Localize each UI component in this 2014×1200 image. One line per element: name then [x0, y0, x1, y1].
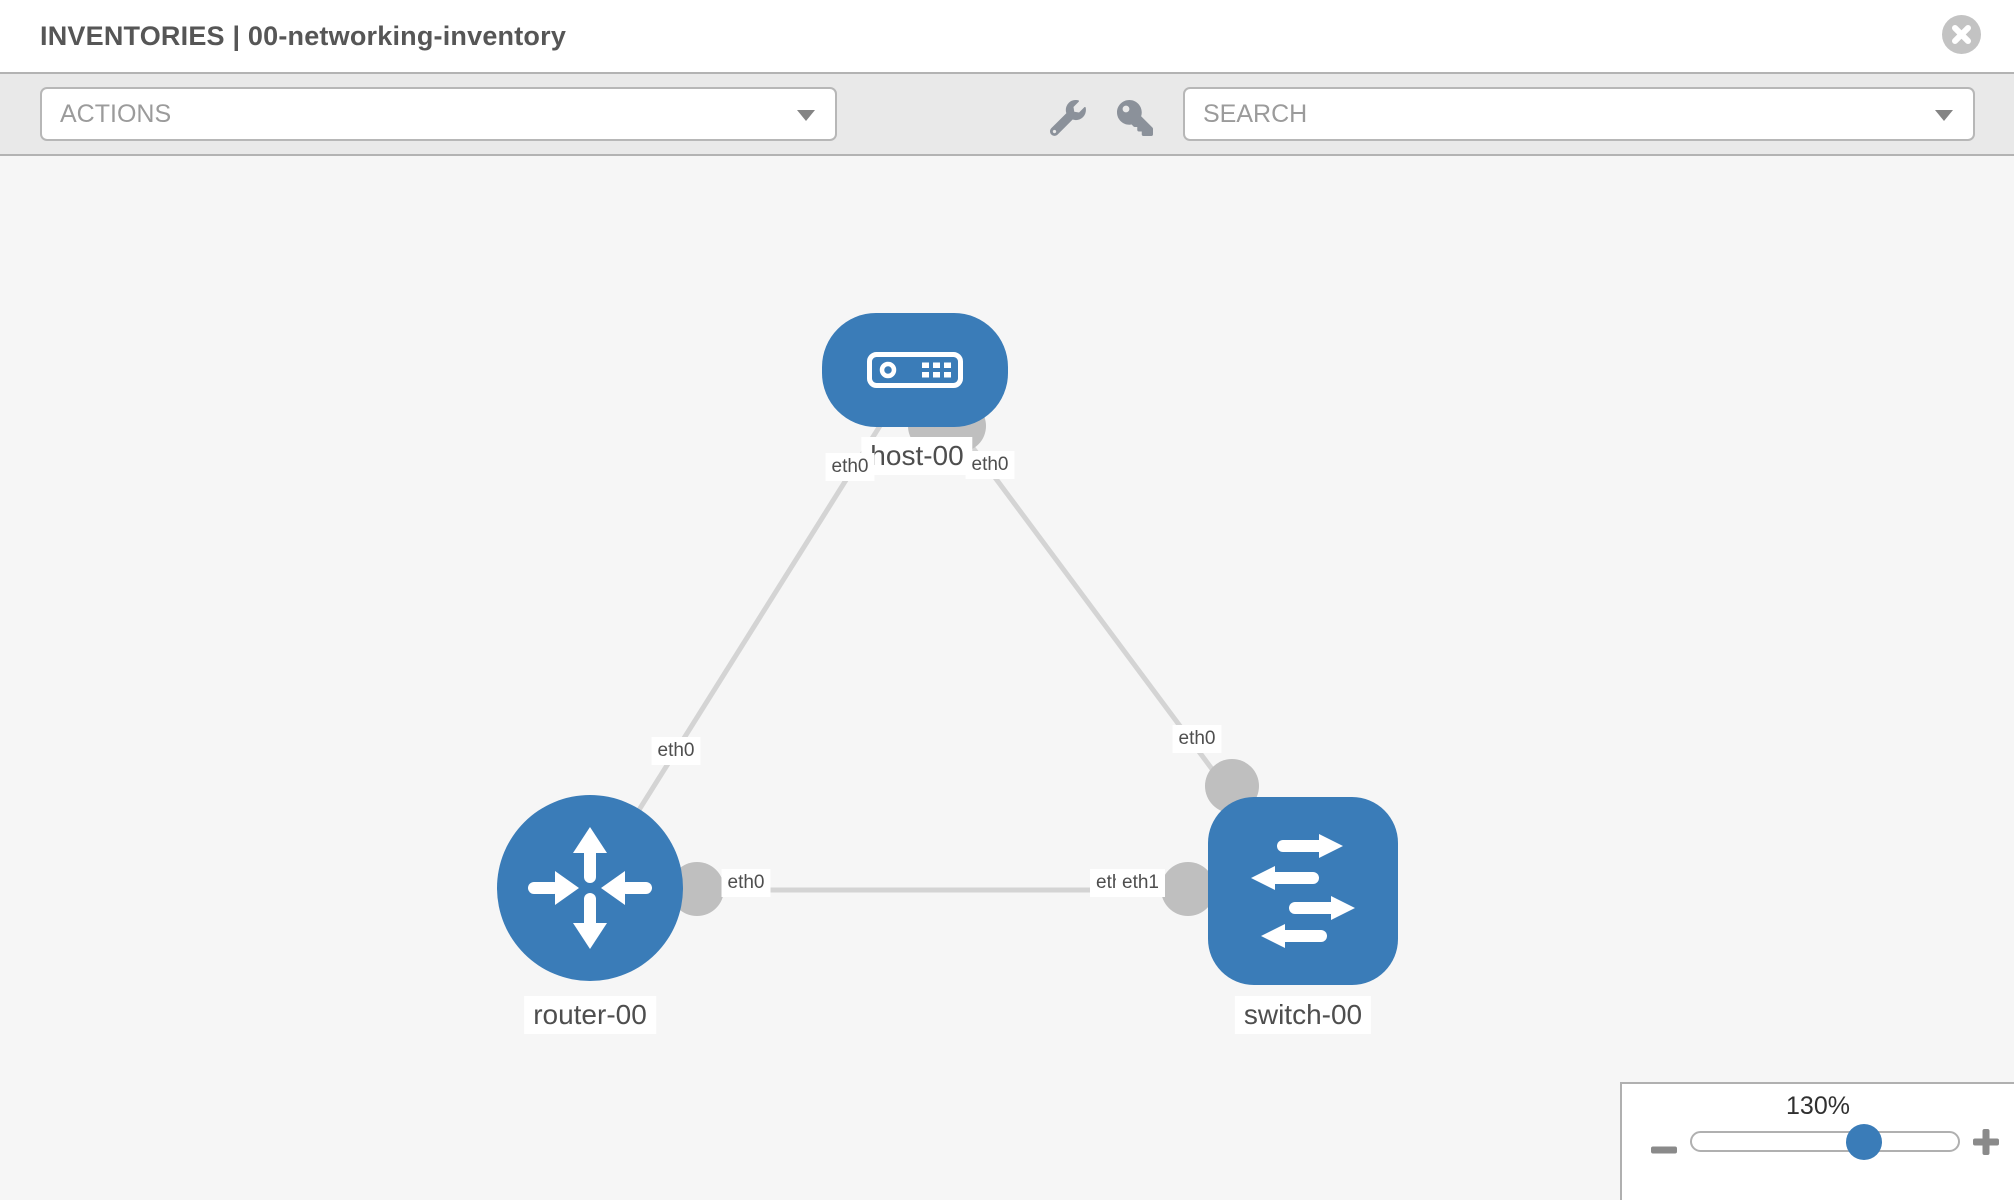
zoom-level: 130% — [1786, 1092, 1850, 1120]
endpoint-dot — [1161, 862, 1215, 916]
close-icon[interactable] — [1942, 15, 1981, 54]
plus-icon[interactable] — [1972, 1128, 2000, 1156]
zoom-panel: 130% — [1620, 1082, 2014, 1200]
node-label-host: host-00 — [861, 437, 973, 475]
links-layer — [587, 368, 1305, 916]
iface-label-switch-to-host: eth0 — [1172, 725, 1222, 753]
node-router-00[interactable] — [497, 795, 683, 981]
topology-canvas[interactable]: host-00 router-00 switch-00 eth0 eth0 et… — [0, 156, 2014, 1200]
node-label-switch: switch-00 — [1234, 996, 1372, 1034]
endpoint-dot — [670, 862, 724, 916]
iface-label-router-to-host: eth0 — [651, 737, 701, 765]
toolbar: ACTIONS SEARCH — [0, 74, 2014, 156]
minus-icon[interactable] — [1650, 1136, 1678, 1164]
page-title: INVENTORIES | 00-networking-inventory — [40, 21, 567, 51]
node-host-00[interactable] — [822, 313, 1008, 427]
key-icon[interactable] — [1113, 96, 1157, 140]
node-label-router: router-00 — [524, 996, 656, 1034]
iface-label-host-to-router: eth0 — [825, 453, 875, 481]
zoom-slider-thumb[interactable] — [1846, 1124, 1882, 1160]
caret-down-icon — [797, 110, 815, 121]
host-icon — [867, 352, 963, 388]
header: INVENTORIES | 00-networking-inventory — [0, 0, 2014, 74]
router-icon — [528, 827, 652, 949]
zoom-slider-track[interactable] — [1690, 1131, 1960, 1152]
iface-label-switch-to-router: eth1 — [1116, 869, 1165, 897]
close-x-glyph — [1952, 25, 1971, 44]
wrench-icon[interactable] — [1046, 96, 1090, 140]
search-dropdown[interactable]: SEARCH — [1183, 87, 1975, 141]
actions-dropdown-label: ACTIONS — [60, 100, 172, 128]
switch-icon — [1251, 834, 1355, 948]
iface-label-host-to-switch: eth0 — [965, 451, 1015, 479]
iface-label-router-to-switch: eth0 — [721, 869, 771, 897]
caret-down-icon — [1935, 110, 1953, 121]
search-dropdown-label: SEARCH — [1203, 100, 1308, 128]
node-switch-00[interactable] — [1208, 797, 1398, 985]
actions-dropdown[interactable]: ACTIONS — [40, 87, 837, 141]
